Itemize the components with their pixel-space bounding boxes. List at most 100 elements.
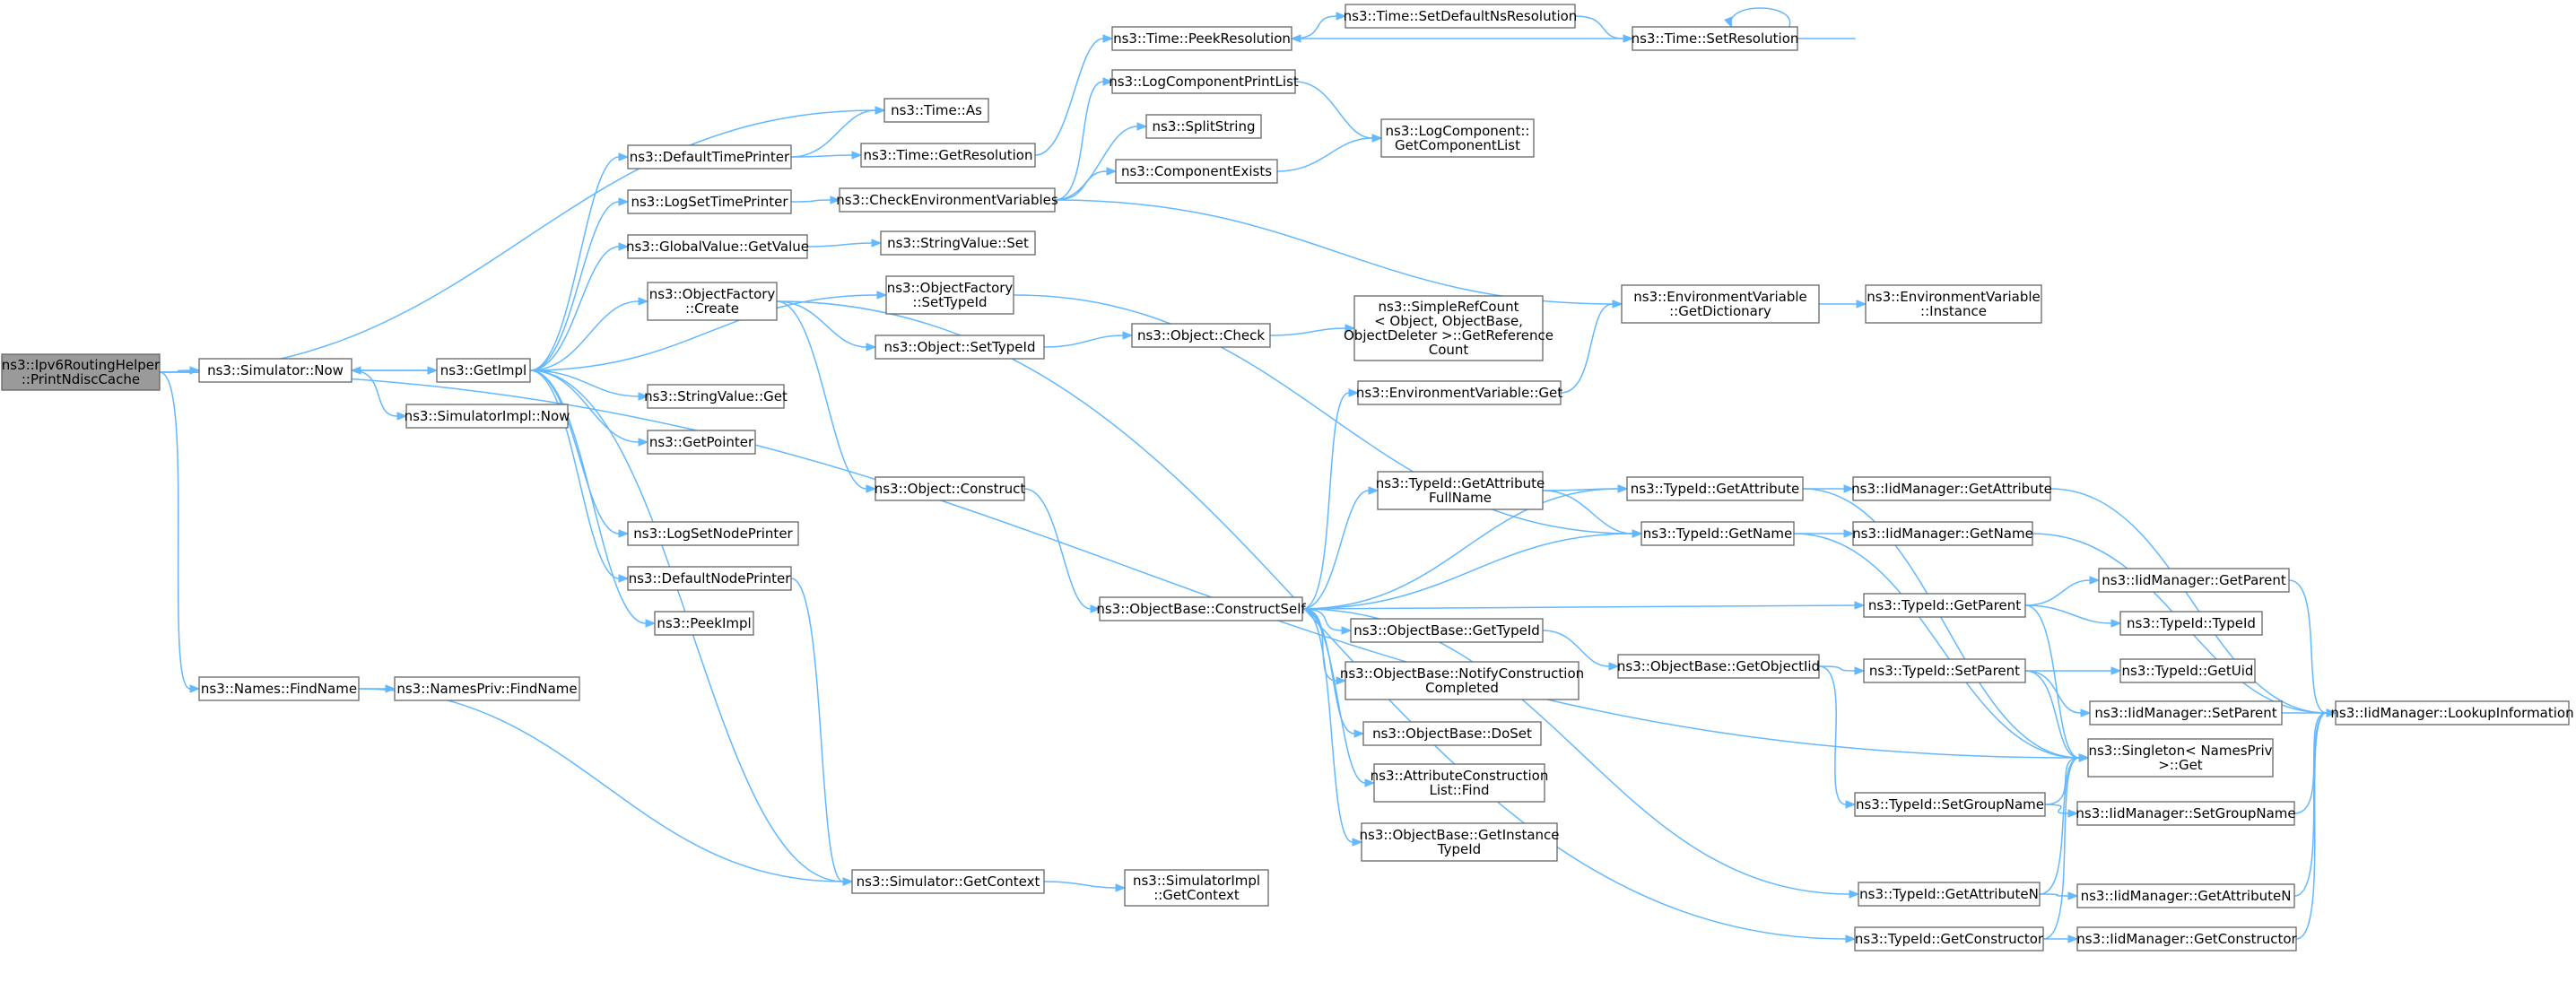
graph-node-tidgetattr[interactable]: ns3::TypeId::GetAttribute [1626, 476, 1804, 501]
graph-edge-ofcreate-objconstruct [776, 300, 877, 493]
graph-node-timesetdef[interactable]: ns3::Time::SetDefaultNsResolution [1344, 4, 1578, 29]
graph-node-tidgetname[interactable]: ns3::TypeId::GetName [1640, 521, 1795, 546]
graph-node-tidtypeid[interactable]: ns3::TypeId::TypeId [2119, 611, 2263, 636]
graph-node-label: Completed [1425, 680, 1499, 696]
graph-edge-tidgetctor-iidgetctor [2043, 934, 2079, 943]
graph-node-npfindname[interactable]: ns3::NamesPriv::FindName [394, 676, 580, 701]
graph-node-box [2089, 700, 2283, 726]
graph-edge-arrowhead [1854, 666, 1866, 675]
graph-node-box [875, 476, 1025, 501]
graph-node-srcgetref[interactable]: ns3::SimpleRefCount< Object, ObjectBase,… [1344, 295, 1553, 361]
graph-node-tidsetgroup[interactable]: ns3::TypeId::SetGroupName [1854, 792, 2046, 817]
graph-node-timegetres[interactable]: ns3::Time::GetResolution [860, 143, 1036, 168]
graph-node-label: ns3::LogComponent:: [1386, 123, 1530, 139]
graph-edge-arrowhead [618, 152, 630, 161]
graph-edge-objconstruct-obconstructself [1023, 488, 1101, 613]
graph-node-obgetobjtid[interactable]: ns3::ObjectBase::GetObjectIid [1617, 654, 1820, 679]
graph-node-timesetres[interactable]: ns3::Time::SetResolution [1632, 26, 1799, 51]
graph-node-obconstructself[interactable]: ns3::ObjectBase::ConstructSelf [1096, 596, 1306, 621]
graph-node-label: ns3::IidManager::GetName [1852, 526, 2033, 542]
graph-node-tidgetctor[interactable]: ns3::TypeId::GetConstructor [1854, 926, 2044, 952]
graph-node-iidsetgroup[interactable]: ns3::IidManager::SetGroupName [2076, 801, 2296, 826]
graph-edge-arrowhead [1352, 838, 1363, 847]
graph-node-timepeekres[interactable]: ns3::Time::PeekResolution [1111, 26, 1292, 51]
graph-edge-line [529, 369, 620, 534]
graph-node-label: ns3::SimulatorImpl::Now [405, 408, 570, 424]
graph-node-peekimpl[interactable]: ns3::PeekImpl [654, 611, 754, 636]
graph-node-findname[interactable]: ns3::Names::FindName [198, 676, 360, 701]
graph-node-dnp[interactable]: ns3::DefaultNodePrinter [627, 566, 792, 591]
graph-node-simnow[interactable]: ns3::Simulator::Now [198, 358, 352, 383]
graph-node-iidgetattrn[interactable]: ns3::IidManager::GetAttributeN [2076, 883, 2295, 908]
graph-node-simimplgetctx[interactable]: ns3::SimulatorImpl::GetContext [1124, 869, 1269, 907]
graph-node-iidgetparent[interactable]: ns3::IidManager::GetParent [2098, 568, 2290, 593]
graph-edge-arrowhead [1115, 883, 1127, 892]
graph-node-envgetdict[interactable]: ns3::EnvironmentVariable::GetDictionary [1621, 284, 1820, 324]
graph-edge-getimpl-ofcreate [529, 297, 649, 371]
graph-node-simgetctx[interactable]: ns3::Simulator::GetContext [851, 869, 1045, 894]
graph-node-iidgetname[interactable]: ns3::IidManager::GetName [1852, 521, 2033, 546]
graph-edge-line [1301, 608, 1337, 682]
graph-node-iidgetctor[interactable]: ns3::IidManager::GetConstructor [2076, 926, 2298, 952]
graph-node-objcheck[interactable]: ns3::Object::Check [1131, 323, 1271, 348]
graph-edge-tidgetname-singleton [1793, 533, 2090, 762]
graph-edge-tidsetgroup-iidsetgroup [2044, 804, 2079, 818]
graph-edge-line [159, 371, 191, 690]
graph-node-logcpl[interactable]: ns3::LogComponentPrintList [1109, 69, 1299, 94]
graph-node-iidsetparent[interactable]: ns3::IidManager::SetParent [2089, 700, 2283, 726]
graph-node-envget[interactable]: ns3::EnvironmentVariable::Get [1356, 380, 1562, 405]
graph-node-iidgetattr[interactable]: ns3::IidManager::GetAttribute [1851, 476, 2052, 501]
graph-node-box [394, 676, 580, 701]
graph-node-obdoset[interactable]: ns3::ObjectBase::DoSet [1362, 721, 1542, 746]
graph-node-tidgetuid[interactable]: ns3::TypeId::GetUid [2119, 658, 2256, 683]
graph-node-ofcreate[interactable]: ns3::ObjectFactory::Create [647, 282, 778, 321]
graph-edge-tidsetparent-iidsetparent [2024, 670, 2092, 717]
graph-node-splitstr[interactable]: ns3::SplitString [1145, 114, 1262, 139]
graph-node-dtp[interactable]: ns3::DefaultTimePrinter [627, 144, 792, 169]
graph-node-obgettid[interactable]: ns3::ObjectBase::GetTypeId [1350, 618, 1544, 643]
graph-node-singleton[interactable]: ns3::Singleton< NamesPriv>::Get [2087, 738, 2274, 778]
graph-edge-arrowhead [1364, 778, 1376, 787]
graph-node-envinst[interactable]: ns3::EnvironmentVariable::Instance [1865, 284, 2042, 324]
graph-node-checkenv[interactable]: ns3::CheckEnvironmentVariables [836, 187, 1058, 213]
graph-edge-arrowhead [842, 877, 854, 886]
graph-node-getimpl[interactable]: ns3::GetImpl [436, 358, 531, 383]
graph-node-box [405, 404, 569, 429]
graph-edge-line [776, 300, 1847, 940]
graph-node-objsettid[interactable]: ns3::Object::SetTypeId [875, 335, 1045, 360]
graph-node-gvget[interactable]: ns3::GlobalValue::GetValue [626, 234, 809, 259]
graph-edge-arrowhead [2089, 576, 2101, 585]
graph-node-tidgetattrn[interactable]: ns3::TypeId::GetAttributeN [1858, 882, 2041, 907]
graph-edge-tidsetparent-tidgetuid [2024, 666, 2122, 675]
graph-node-ofsettid[interactable]: ns3::ObjectFactory::SetTypeId [885, 275, 1014, 315]
graph-node-label: ns3::GetImpl [440, 362, 527, 378]
graph-node-obnotify[interactable]: ns3::ObjectBase::NotifyConstructionCompl… [1340, 661, 1584, 700]
graph-edge-arrowhead [1368, 486, 1379, 495]
graph-node-simimplnow[interactable]: ns3::SimulatorImpl::Now [405, 404, 570, 429]
graph-node-lsnp[interactable]: ns3::LogSetNodePrinter [627, 521, 799, 546]
graph-node-tidsetparent[interactable]: ns3::TypeId::SetParent [1863, 658, 2026, 683]
graph-node-root[interactable]: ns3::Ipv6RoutingHelper::PrintNdiscCache [1, 353, 161, 391]
graph-edge-arrowhead [1845, 800, 1857, 809]
graph-node-getptr[interactable]: ns3::GetPointer [647, 430, 756, 455]
graph-node-compexists[interactable]: ns3::ComponentExists [1115, 159, 1278, 184]
graph-node-logcgcl[interactable]: ns3::LogComponent::GetComponentList [1380, 118, 1535, 158]
graph-node-label: ns3::GetPointer [649, 434, 754, 450]
graph-node-iidlookup[interactable]: ns3::IidManager::LookupInformation [2330, 700, 2574, 726]
graph-node-lstp[interactable]: ns3::LogSetTimePrinter [627, 189, 792, 214]
graph-node-label: ns3::Names::FindName [201, 681, 357, 697]
graph-node-box [2087, 738, 2274, 778]
graph-node-svget[interactable]: ns3::StringValue::Get [644, 384, 788, 409]
graph-edge-arrowhead [851, 151, 863, 160]
graph-node-svset[interactable]: ns3::StringValue::Set [880, 230, 1036, 256]
graph-edge-line [2293, 712, 2328, 897]
graph-node-timeas[interactable]: ns3::Time::As [883, 98, 989, 123]
graph-node-objconstruct[interactable]: ns3::Object::Construct [875, 476, 1026, 501]
graph-edge-line [529, 294, 878, 371]
graph-node-box [1357, 380, 1562, 405]
graph-node-tidgetparent[interactable]: ns3::TypeId::GetParent [1863, 593, 2026, 618]
